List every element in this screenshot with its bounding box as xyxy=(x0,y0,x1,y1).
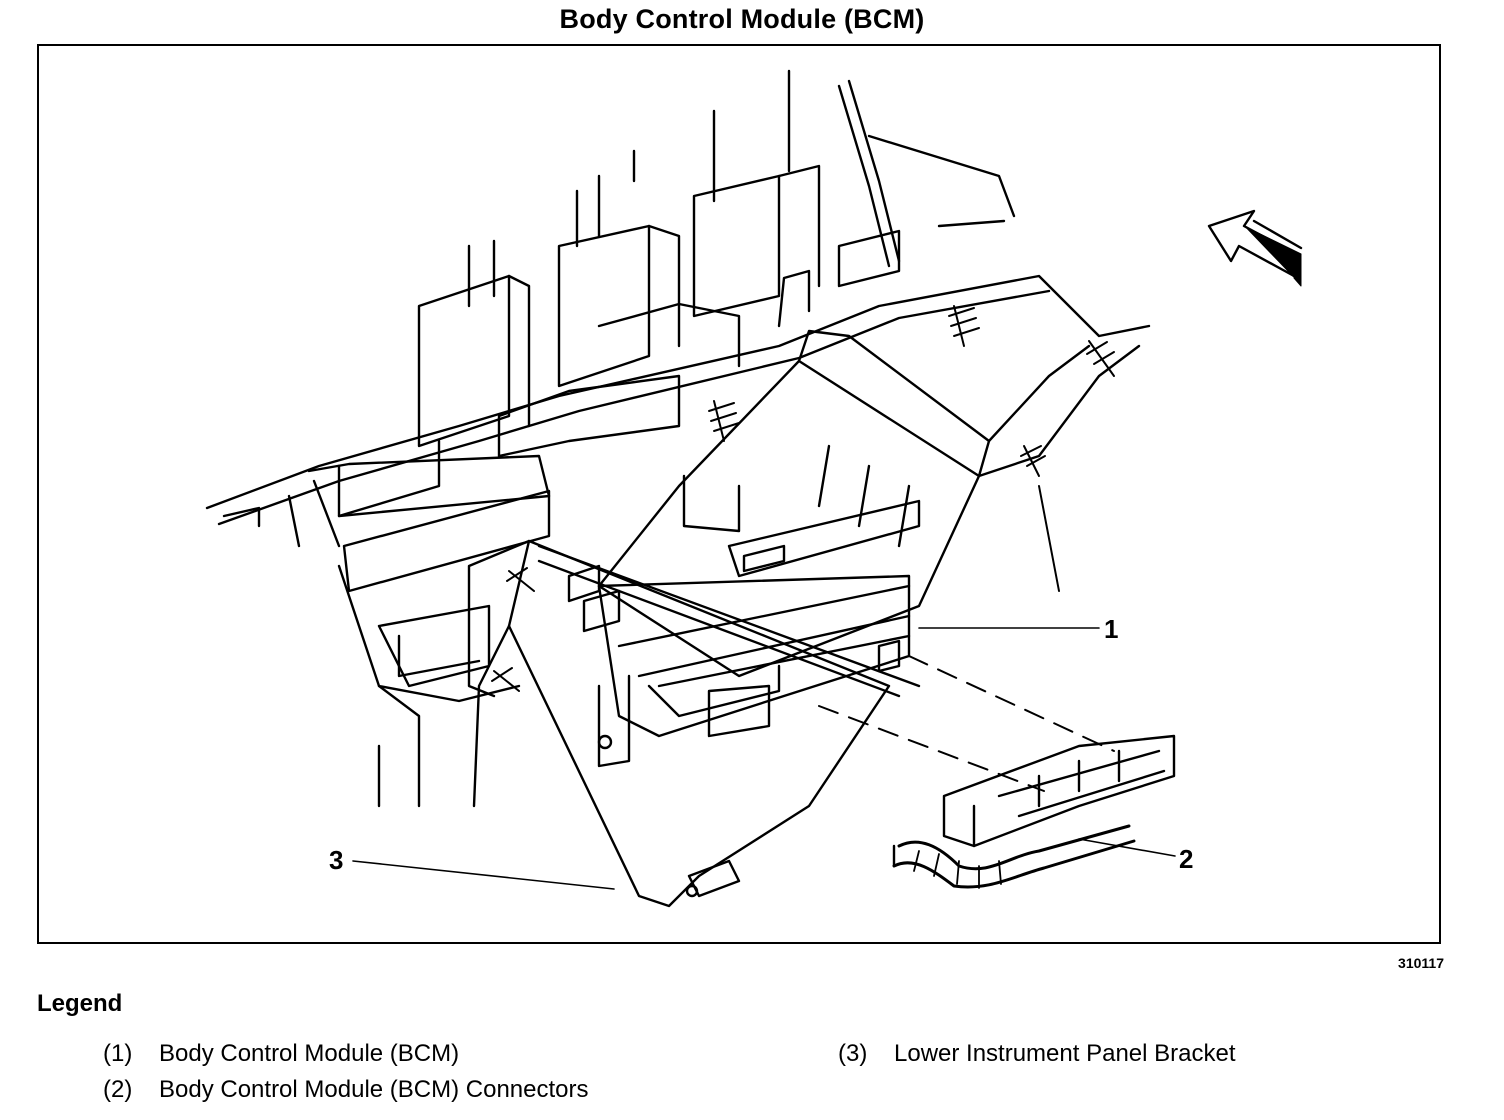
legend-heading: Legend xyxy=(37,990,123,1017)
bcm-illustration: 1 2 3 xyxy=(205,69,1303,908)
diagram-frame: 1 2 3 xyxy=(37,44,1441,944)
lower-instrument-panel-bracket xyxy=(467,539,921,908)
leader-line-3 xyxy=(352,860,615,890)
callout-1: 1 xyxy=(1104,614,1118,644)
legend-item: (1) Body Control Module (BCM) xyxy=(103,1040,459,1068)
figure-id: 310117 xyxy=(1398,955,1444,971)
callout-2: 2 xyxy=(1179,844,1193,874)
legend-item-label: Body Control Module (BCM) xyxy=(159,1040,460,1067)
forward-direction-arrow-icon xyxy=(1207,209,1303,287)
legend-item: (2) Body Control Module (BCM) Connectors xyxy=(103,1076,589,1104)
legend-item-number: (1) xyxy=(103,1040,133,1067)
bracket-side-panel xyxy=(337,489,551,808)
legend-item: (3) Lower Instrument Panel Bracket xyxy=(838,1040,1236,1068)
bcm-connectors xyxy=(892,734,1176,889)
legend-item-number: (2) xyxy=(103,1076,133,1103)
legend-item-label: Lower Instrument Panel Bracket xyxy=(894,1040,1236,1067)
page-title: Body Control Module (BCM) xyxy=(559,4,925,34)
leader-lines xyxy=(352,627,1176,890)
connector-guide-lines xyxy=(818,655,1115,792)
fasteners xyxy=(491,305,1115,692)
instrument-panel-structure xyxy=(205,69,1151,548)
leader-line-2 xyxy=(1078,838,1176,857)
callout-3: 3 xyxy=(329,845,343,875)
legend-item-label: Body Control Module (BCM) Connectors xyxy=(159,1076,589,1103)
legend-item-number: (3) xyxy=(838,1040,868,1067)
body-control-module xyxy=(597,574,911,738)
